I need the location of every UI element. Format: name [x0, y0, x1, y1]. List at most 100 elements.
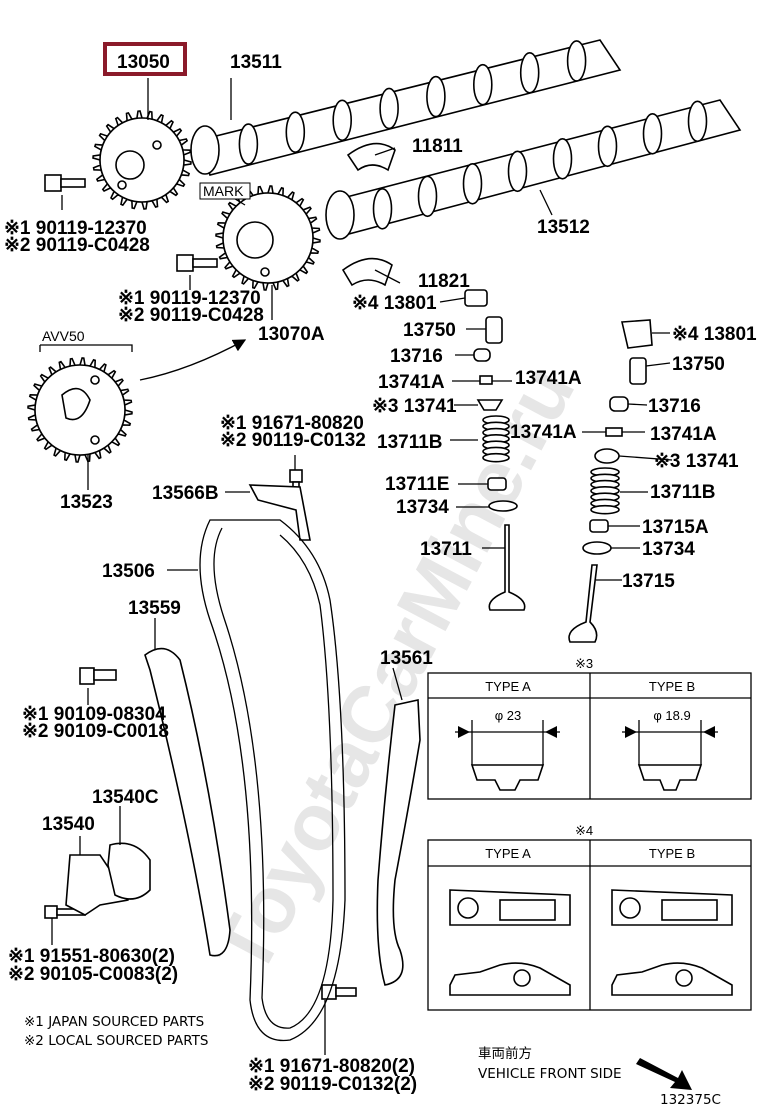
- rocker-13801-left[interactable]: [464, 289, 488, 307]
- valve-train-right: [568, 319, 653, 643]
- spring-coil: [482, 452, 510, 463]
- front-label-jp: 車両前方: [478, 1045, 532, 1062]
- cam-lobe: [372, 188, 393, 230]
- valve-train-left: [464, 289, 526, 611]
- seal-13711E[interactable]: [487, 477, 507, 491]
- label-13711B-right[interactable]: 13711B: [650, 482, 716, 503]
- bolt6-japan[interactable]: ※1 91671-80820(2): [248, 1056, 415, 1077]
- label-13741-left[interactable]: ※3 13741: [372, 396, 457, 417]
- label-13711B-left[interactable]: 13711B: [377, 432, 443, 453]
- bolt3-local[interactable]: ※2 90119-C0132: [220, 430, 366, 451]
- cam-lobe: [566, 40, 587, 82]
- label-13741-right[interactable]: ※3 13741: [654, 451, 739, 472]
- label-13523[interactable]: 13523: [60, 492, 113, 513]
- cam-lobe: [417, 175, 438, 218]
- camshaft-13512[interactable]: [325, 99, 742, 240]
- bolt1-local[interactable]: ※2 90119-C0428: [4, 235, 150, 256]
- gasket-13540C[interactable]: [107, 842, 151, 900]
- label-13559[interactable]: 13559: [128, 598, 181, 619]
- valve-13715[interactable]: [568, 564, 598, 643]
- keeper-13741A-left[interactable]: [479, 375, 493, 385]
- bolt5-local[interactable]: ※2 90105-C0083(2): [8, 964, 178, 985]
- cam-lobe: [426, 75, 446, 118]
- front-arrow-icon: [636, 1058, 692, 1090]
- label-13561[interactable]: 13561: [380, 648, 433, 669]
- vvt-gear-13050[interactable]: [92, 110, 192, 210]
- spring-13711B-left[interactable]: [482, 415, 510, 463]
- label-13734-left[interactable]: 13734: [396, 497, 449, 518]
- label-mark: MARK: [203, 183, 244, 199]
- cap-13716-right[interactable]: [609, 396, 629, 412]
- damper-13561[interactable]: [376, 699, 421, 986]
- bearing-11821[interactable]: [341, 257, 393, 287]
- retainer-13741-right[interactable]: [594, 448, 620, 464]
- label-13540C[interactable]: 13540C: [92, 787, 159, 808]
- gear-13523[interactable]: [27, 357, 133, 463]
- table4-type-a: TYPE A: [485, 846, 531, 861]
- bolt2-japan[interactable]: ※1 90119-12370: [118, 288, 261, 309]
- chain-guide-13566B[interactable]: [248, 484, 311, 541]
- camshaft-13511[interactable]: [190, 39, 622, 176]
- label-13741A-r1[interactable]: 13741A: [510, 422, 577, 443]
- label-13070A[interactable]: 13070A: [258, 324, 325, 345]
- tensioner-13540[interactable]: [65, 854, 131, 916]
- label-13741A-l1[interactable]: 13741A: [378, 372, 445, 393]
- label-13711[interactable]: 13711: [420, 539, 472, 560]
- label-13801-right[interactable]: ※4 13801: [672, 324, 757, 345]
- cap-13716-left[interactable]: [473, 348, 491, 362]
- bolt-tensioner-arm[interactable]: [79, 667, 117, 685]
- label-13741A-l2[interactable]: 13741A: [515, 368, 582, 389]
- front-label-en: VEHICLE FRONT SIDE: [478, 1066, 622, 1082]
- washer-13734-right[interactable]: [582, 541, 612, 555]
- label-13711E[interactable]: 13711E: [385, 474, 449, 495]
- bolt1-japan[interactable]: ※1 90119-12370: [4, 218, 147, 239]
- rocker-13801-right[interactable]: [621, 319, 653, 349]
- label-13716-left[interactable]: 13716: [390, 346, 443, 367]
- bolt4-local[interactable]: ※2 90109-C0018: [22, 721, 169, 742]
- lash-adjuster-13750-right[interactable]: [629, 357, 647, 385]
- cam-lobe: [507, 150, 528, 193]
- label-11821[interactable]: 11821: [418, 271, 470, 292]
- bolt4-japan[interactable]: ※1 90109-08304: [22, 704, 166, 725]
- table3-dim-b: φ 18.9: [653, 708, 690, 723]
- cam-lobe: [642, 113, 663, 155]
- label-13716-right[interactable]: 13716: [648, 396, 701, 417]
- valve-13711[interactable]: [488, 524, 526, 611]
- cam-lobe: [462, 163, 483, 205]
- label-13511[interactable]: 13511: [230, 52, 282, 73]
- label-13566B[interactable]: 13566B: [152, 483, 219, 504]
- leader-lines: [51, 78, 673, 1055]
- bolt5-japan[interactable]: ※1 91551-80630(2): [8, 946, 175, 967]
- bearing-11811[interactable]: [346, 142, 396, 172]
- bolt2-local[interactable]: ※2 90119-C0428: [118, 305, 264, 326]
- bolt-damper[interactable]: [321, 984, 357, 1000]
- tensioner-arm-13559[interactable]: [144, 647, 231, 957]
- keeper-13741A-right[interactable]: [605, 427, 623, 437]
- table-rocker-arm: ※4 TYPE A TYPE B: [427, 823, 752, 1011]
- cam-lobe: [379, 87, 399, 130]
- label-13801-left[interactable]: ※4 13801: [352, 293, 437, 314]
- label-13506[interactable]: 13506: [102, 561, 155, 582]
- bolt3-japan[interactable]: ※1 91671-80820: [220, 413, 364, 434]
- label-13715A[interactable]: 13715A: [642, 517, 709, 538]
- bolt-gear1[interactable]: [44, 174, 86, 192]
- label-13715[interactable]: 13715: [622, 571, 675, 592]
- seal-13715A[interactable]: [589, 519, 609, 533]
- highlight-box: [103, 42, 187, 76]
- label-13741A-r2[interactable]: 13741A: [650, 424, 717, 445]
- vvt-gear-13070A[interactable]: [215, 185, 321, 291]
- label-13540[interactable]: 13540: [42, 814, 95, 835]
- label-11811[interactable]: 11811: [412, 136, 463, 157]
- bolt-gear2[interactable]: [176, 254, 218, 272]
- label-13734-right[interactable]: 13734: [642, 539, 695, 560]
- spring-13711B-right[interactable]: [590, 467, 620, 515]
- label-13512[interactable]: 13512: [537, 217, 590, 238]
- table4-type-b: TYPE B: [649, 846, 695, 861]
- bolt6-local[interactable]: ※2 90119-C0132(2): [248, 1074, 417, 1095]
- washer-13734-left[interactable]: [488, 500, 518, 512]
- retainer-13741-left[interactable]: [476, 399, 504, 411]
- label-13750-right[interactable]: 13750: [672, 354, 725, 375]
- label-13050[interactable]: 13050: [117, 52, 170, 73]
- label-13750-left[interactable]: 13750: [403, 320, 456, 341]
- lash-adjuster-13750-left[interactable]: [485, 316, 503, 344]
